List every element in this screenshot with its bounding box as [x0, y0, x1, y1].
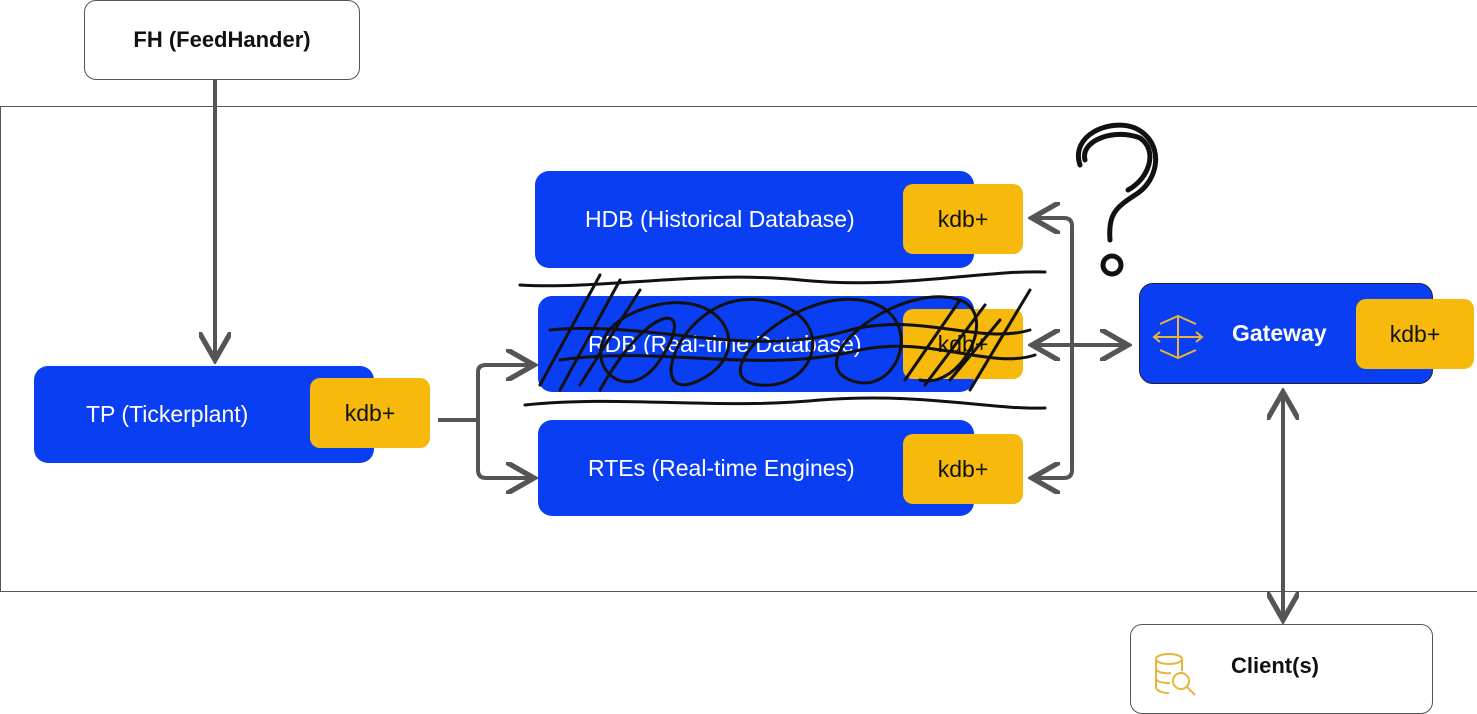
rtes-kdb-badge: kdb+ [903, 434, 1023, 504]
rdb-kdb-badge: kdb+ [903, 309, 1023, 379]
rtes-label: RTEs (Real-time Engines) [588, 454, 855, 481]
gateway-kdb-badge: kdb+ [1356, 299, 1474, 369]
tp-to-rtes-arrow [476, 420, 530, 478]
rdb-scribble [518, 270, 1047, 410]
arrows-move-icon [1152, 314, 1204, 360]
tickerplant-kdb-badge: kdb+ [310, 378, 430, 448]
database-search-icon [1155, 653, 1196, 696]
tp-to-rdb-arrow [438, 365, 530, 422]
rtes-node: RTEs (Real-time Engines) [538, 420, 974, 516]
clients-node: Client(s) [1130, 624, 1433, 714]
tickerplant-label: TP (Tickerplant) [86, 401, 249, 427]
system-boundary [0, 106, 1477, 592]
gateway-bracket [1063, 216, 1074, 480]
hdb-kdb-badge: kdb+ [903, 184, 1023, 254]
feedhandler-node: FH (FeedHander) [84, 0, 360, 80]
hdb-label: HDB (Historical Database) [585, 206, 855, 232]
question-mark-annotation [1075, 122, 1159, 277]
gateway-label: Gateway [1232, 320, 1327, 346]
hdb-node: HDB (Historical Database) [535, 171, 974, 268]
feedhandler-label: FH (FeedHander) [133, 27, 311, 52]
clients-label: Client(s) [1231, 653, 1319, 678]
